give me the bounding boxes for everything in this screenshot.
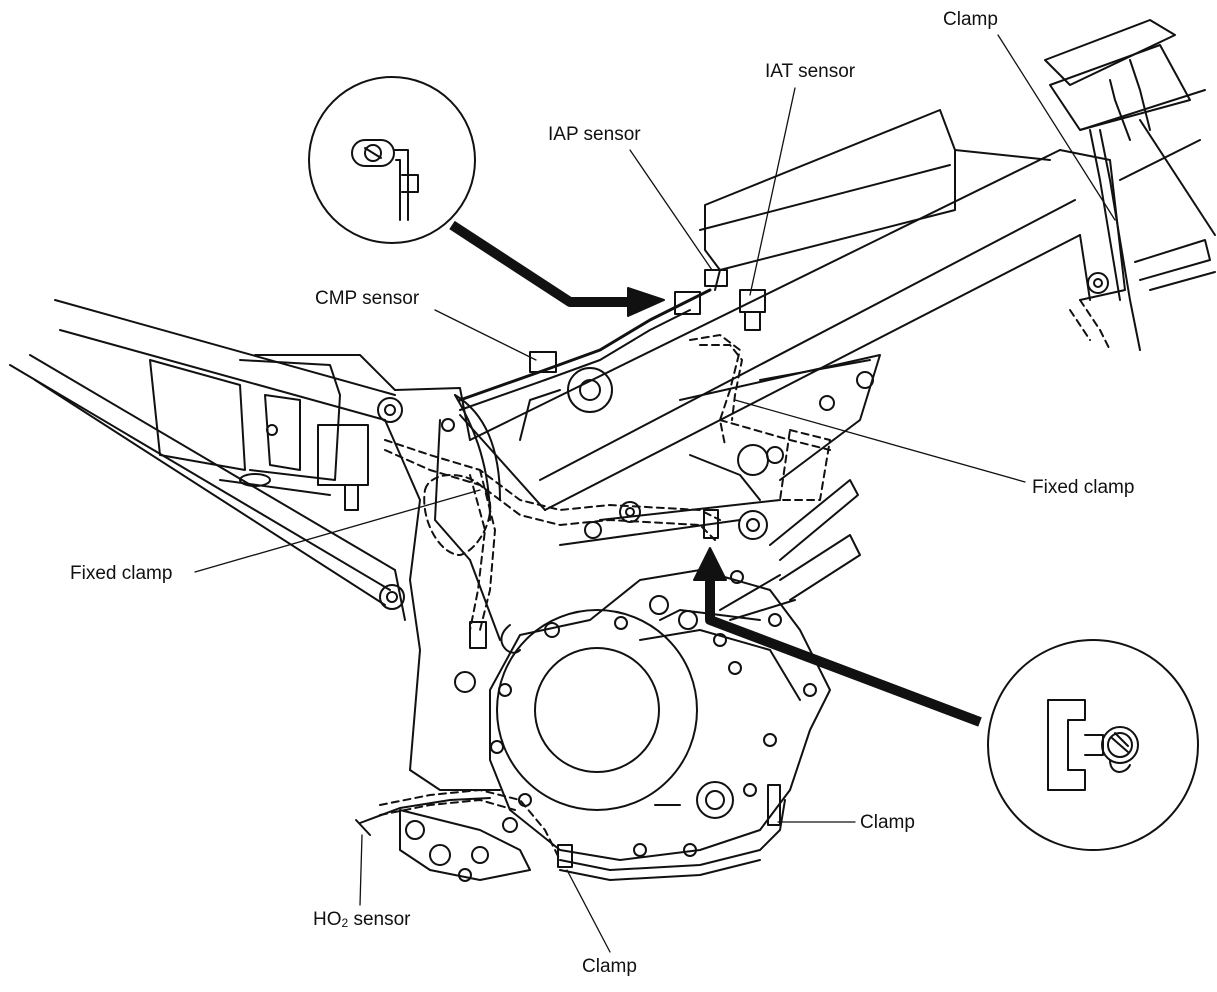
label-fixed-clamp-left: Fixed clamp <box>70 563 173 584</box>
label-clamp-top: Clamp <box>943 9 998 30</box>
rear-subframe <box>9 299 396 606</box>
label-iap-sensor: IAP sensor <box>548 124 641 145</box>
detail-callout-clamp-top-left <box>308 76 476 244</box>
label-ho2-prefix: HO <box>313 909 342 930</box>
label-fixed-clamp-right: Fixed clamp <box>1032 477 1135 498</box>
label-ho2-subscript: 2 <box>341 916 349 930</box>
label-iat-sensor: IAT sensor <box>765 61 856 82</box>
label-ho2-sensor: HO2 sensor <box>313 910 411 929</box>
label-ho2-suffix: sensor <box>348 909 411 930</box>
label-clamp-bottom: Clamp <box>582 956 637 977</box>
pointer-arrow <box>449 220 982 727</box>
label-cmp-sensor: CMP sensor <box>315 288 420 309</box>
label-clamp-right: Clamp <box>860 812 915 833</box>
airbox <box>699 109 1051 291</box>
leader-lines <box>194 34 1116 953</box>
wiring-harness-drawing <box>355 59 1151 881</box>
detail-callout-clamp-bottom-right <box>987 639 1199 851</box>
main-frame <box>377 19 1216 791</box>
